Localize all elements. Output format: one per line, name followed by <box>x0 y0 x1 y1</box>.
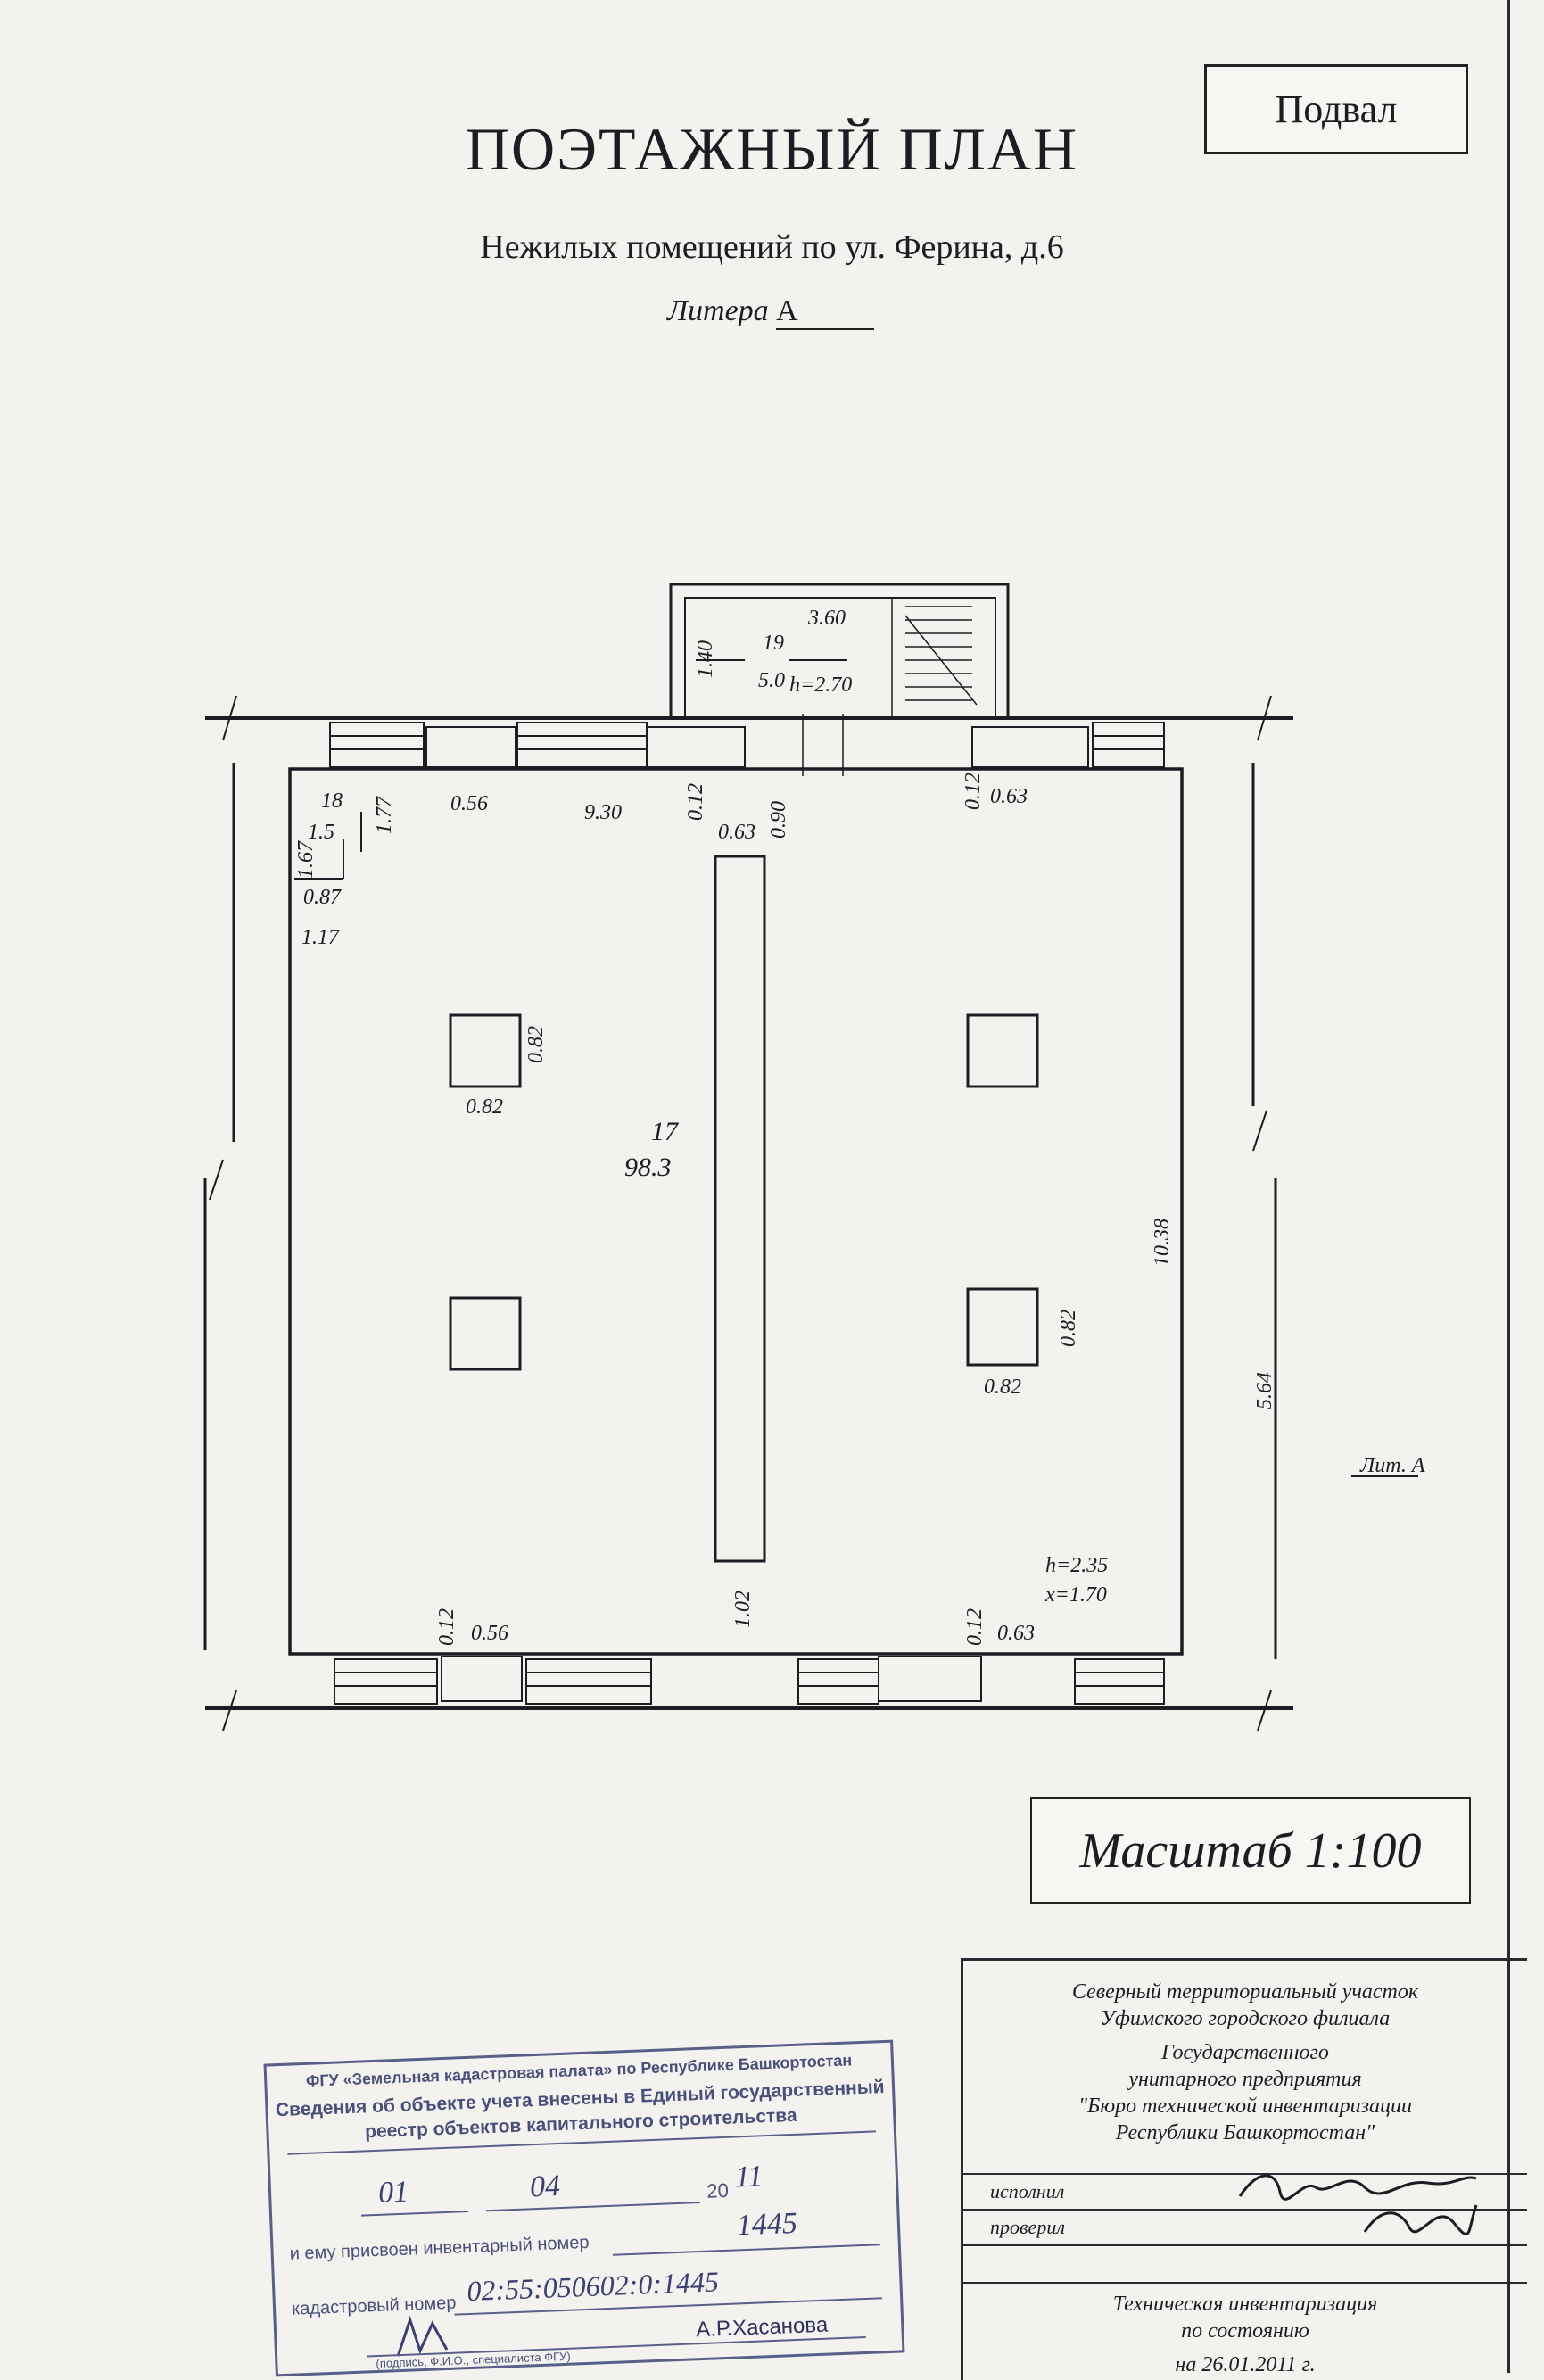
stamp-date-day: 01 <box>377 2175 409 2210</box>
stamp-date-month: 04 <box>529 2169 561 2204</box>
floor-label-box: Подвал <box>1204 64 1468 154</box>
column-bottom-left <box>449 1296 522 1371</box>
bti-line-3: Государственного <box>1161 2041 1329 2064</box>
floor-plan-drawing: 3.60 1.40 19 5.0 h=2.70 18 1.5 1.77 1.67… <box>203 583 1425 1731</box>
column-w-tl: 0.82 <box>466 1095 503 1119</box>
window-width-top-right: 0.63 <box>990 785 1028 808</box>
small-room-number: 18 <box>321 789 343 813</box>
bti-line-6: Республики Башкортостан" <box>1115 2121 1375 2144</box>
stamp-inventory-number: 1445 <box>736 2206 798 2243</box>
litera-line: Литера А <box>667 294 875 330</box>
stair-steps <box>802 598 978 776</box>
stair-annex-outer <box>669 583 1010 720</box>
column-top-left <box>449 1013 522 1088</box>
checked-row: проверил <box>963 2204 1527 2246</box>
stamp-signature <box>396 2315 449 2357</box>
checked-label: проверил <box>990 2216 1065 2238</box>
stamp-date-year: 11 <box>734 2160 764 2194</box>
small-room-dim-4: 1.17 <box>301 926 340 949</box>
litera-value: А <box>776 294 875 330</box>
small-room-dim-1: 1.77 <box>373 796 396 834</box>
beam-width: 0.63 <box>718 821 755 844</box>
door-width: 0.90 <box>767 801 790 839</box>
lit-label: Лит. А <box>1359 1454 1425 1477</box>
stamp-year-prefix: 20 <box>706 2178 730 2202</box>
bti-line-1: Северный территориальный участок <box>1071 1980 1419 2004</box>
floor-label: Подвал <box>1275 87 1398 131</box>
stamp-cadastral-number: 02:55:050602:0:1445 <box>466 2265 720 2308</box>
checked-signature <box>1363 2204 1478 2236</box>
bti-title-block: Северный территориальный участок Уфимско… <box>961 1958 1527 2380</box>
top-windows <box>329 722 1165 768</box>
stair-width: 3.60 <box>807 607 846 630</box>
small-room-dim-2: 1.67 <box>294 840 318 879</box>
blank-row <box>963 2244 1527 2284</box>
bti-line-4: унитарного предприятия <box>1128 2068 1362 2091</box>
main-room-outline <box>288 767 1184 1656</box>
scale-text: Масштаб 1:100 <box>1079 1822 1422 1879</box>
window-width-bottom-left: 0.56 <box>471 1622 508 1645</box>
cadastral-stamp: ФГУ «Земельная кадастровая палата» по Ре… <box>263 2039 905 2377</box>
stair-height: h=2.70 <box>789 674 852 697</box>
executed-row: исполнил <box>963 2173 1527 2211</box>
litera-label: Литера <box>667 294 769 327</box>
executed-signature <box>1238 2174 1477 2201</box>
plan-title: ПОЭТАЖНЫЙ ПЛАН <box>465 115 1079 183</box>
small-room-area: 1.5 <box>308 821 334 844</box>
stair-depth: 1.40 <box>694 640 717 678</box>
inventory-state: по состоянию <box>1181 2319 1309 2343</box>
stair-room-area: 5.0 <box>758 669 785 692</box>
column-w-br: 0.82 <box>984 1376 1021 1399</box>
stair-room-number: 19 <box>763 632 784 655</box>
main-room-area: 98.3 <box>624 1153 672 1182</box>
stamp-inventory-label: и ему присвоен инвентарный номер <box>289 2232 590 2264</box>
column-bottom-right <box>966 1287 1039 1367</box>
length-top: 9.30 <box>584 801 622 824</box>
page-border-line <box>1507 0 1510 2373</box>
outer-length-right: 5.64 <box>1253 1372 1276 1409</box>
small-room-dim-3: 0.87 <box>303 886 342 909</box>
wall-thickness-2: 0.12 <box>962 773 985 810</box>
column-h-br: 0.82 <box>1057 1310 1080 1347</box>
inventory-title: Техническая инвентаризация <box>1112 2293 1378 2316</box>
wall-thickness-3: 0.12 <box>435 1608 458 1646</box>
room-height: h=2.35 <box>1045 1554 1108 1577</box>
bottom-windows <box>334 1656 1165 1705</box>
room-length-right: 10.38 <box>1151 1219 1174 1267</box>
column-top-right <box>966 1013 1039 1088</box>
bti-line-5: "Бюро технической инвентаризации <box>1077 2095 1412 2118</box>
wall-thickness-4: 0.12 <box>963 1608 987 1646</box>
central-beam <box>714 855 766 1563</box>
plan-subtitle: Нежилых помещений по ул. Ферина, д.6 <box>480 228 1064 266</box>
inventory-date: на 26.01.2011 г. <box>1175 2353 1316 2376</box>
room-x: x=1.70 <box>1044 1583 1107 1607</box>
beam-gap: 1.02 <box>731 1591 755 1628</box>
main-room-number: 17 <box>651 1117 680 1146</box>
window-width-top-left: 0.56 <box>450 792 488 815</box>
scale-box: Масштаб 1:100 <box>1030 1797 1471 1904</box>
window-width-bottom-right: 0.63 <box>997 1622 1035 1645</box>
executed-label: исполнил <box>990 2180 1065 2202</box>
bti-line-2: Уфимского городского филиала <box>1100 2007 1391 2030</box>
wall-thickness-1: 0.12 <box>684 783 707 821</box>
column-h-tl: 0.82 <box>524 1026 548 1063</box>
